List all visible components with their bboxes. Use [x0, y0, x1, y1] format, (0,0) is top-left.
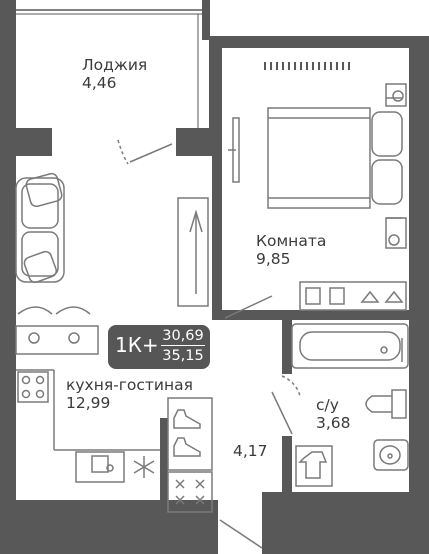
sink [373, 439, 409, 471]
left-outer-wall [0, 150, 16, 500]
hallway-area: 4,17 [233, 442, 268, 460]
wardrobe [299, 281, 407, 311]
total-area: 35,15 [162, 348, 204, 364]
loggia-area: 4,46 [82, 74, 117, 92]
loggia-left-wall [0, 0, 16, 150]
dining-table [15, 306, 99, 355]
loggia-door [117, 139, 173, 165]
bedroom-name: Комната [256, 232, 327, 250]
washing-machine [295, 445, 333, 487]
loggia-right-frame [202, 0, 210, 40]
bathtub [291, 323, 409, 369]
kitchen-counter-divider [160, 418, 168, 500]
right-outer-wall [409, 36, 429, 554]
bottom-wall-right [262, 492, 429, 554]
bed [267, 83, 407, 249]
bathroom-area: 3,68 [316, 414, 351, 432]
sofa [15, 172, 65, 284]
bathroom-name: с/у [316, 396, 339, 414]
kitchen-counter [16, 369, 160, 483]
kitchen-hall-partition [212, 156, 222, 316]
living-area: 30,69 [161, 328, 205, 346]
kitchen-name: кухня-гостиная [66, 376, 193, 394]
loggia-bottom-wall-right [176, 128, 222, 156]
tv-wall [177, 117, 240, 307]
entrance-door [219, 519, 263, 549]
windows-top [264, 62, 350, 70]
apartment-type: 1К+ [115, 333, 159, 357]
apartment-badge: 1К+ 30,69 35,15 [108, 325, 210, 369]
toilet [365, 389, 407, 419]
loggia-name: Лоджия [82, 56, 148, 74]
bottom-wall-left [0, 500, 218, 554]
kitchen-area: 12,99 [66, 394, 111, 412]
bath-left-wall-bottom [282, 436, 292, 496]
bathroom-door [271, 375, 301, 435]
bedroom-door [224, 295, 273, 319]
bedroom-area: 9,85 [256, 250, 291, 268]
bath-left-wall-top [282, 316, 292, 374]
shoe-storage [167, 397, 213, 513]
loggia-window [16, 9, 408, 128]
bedroom-bath-partition [288, 310, 409, 320]
